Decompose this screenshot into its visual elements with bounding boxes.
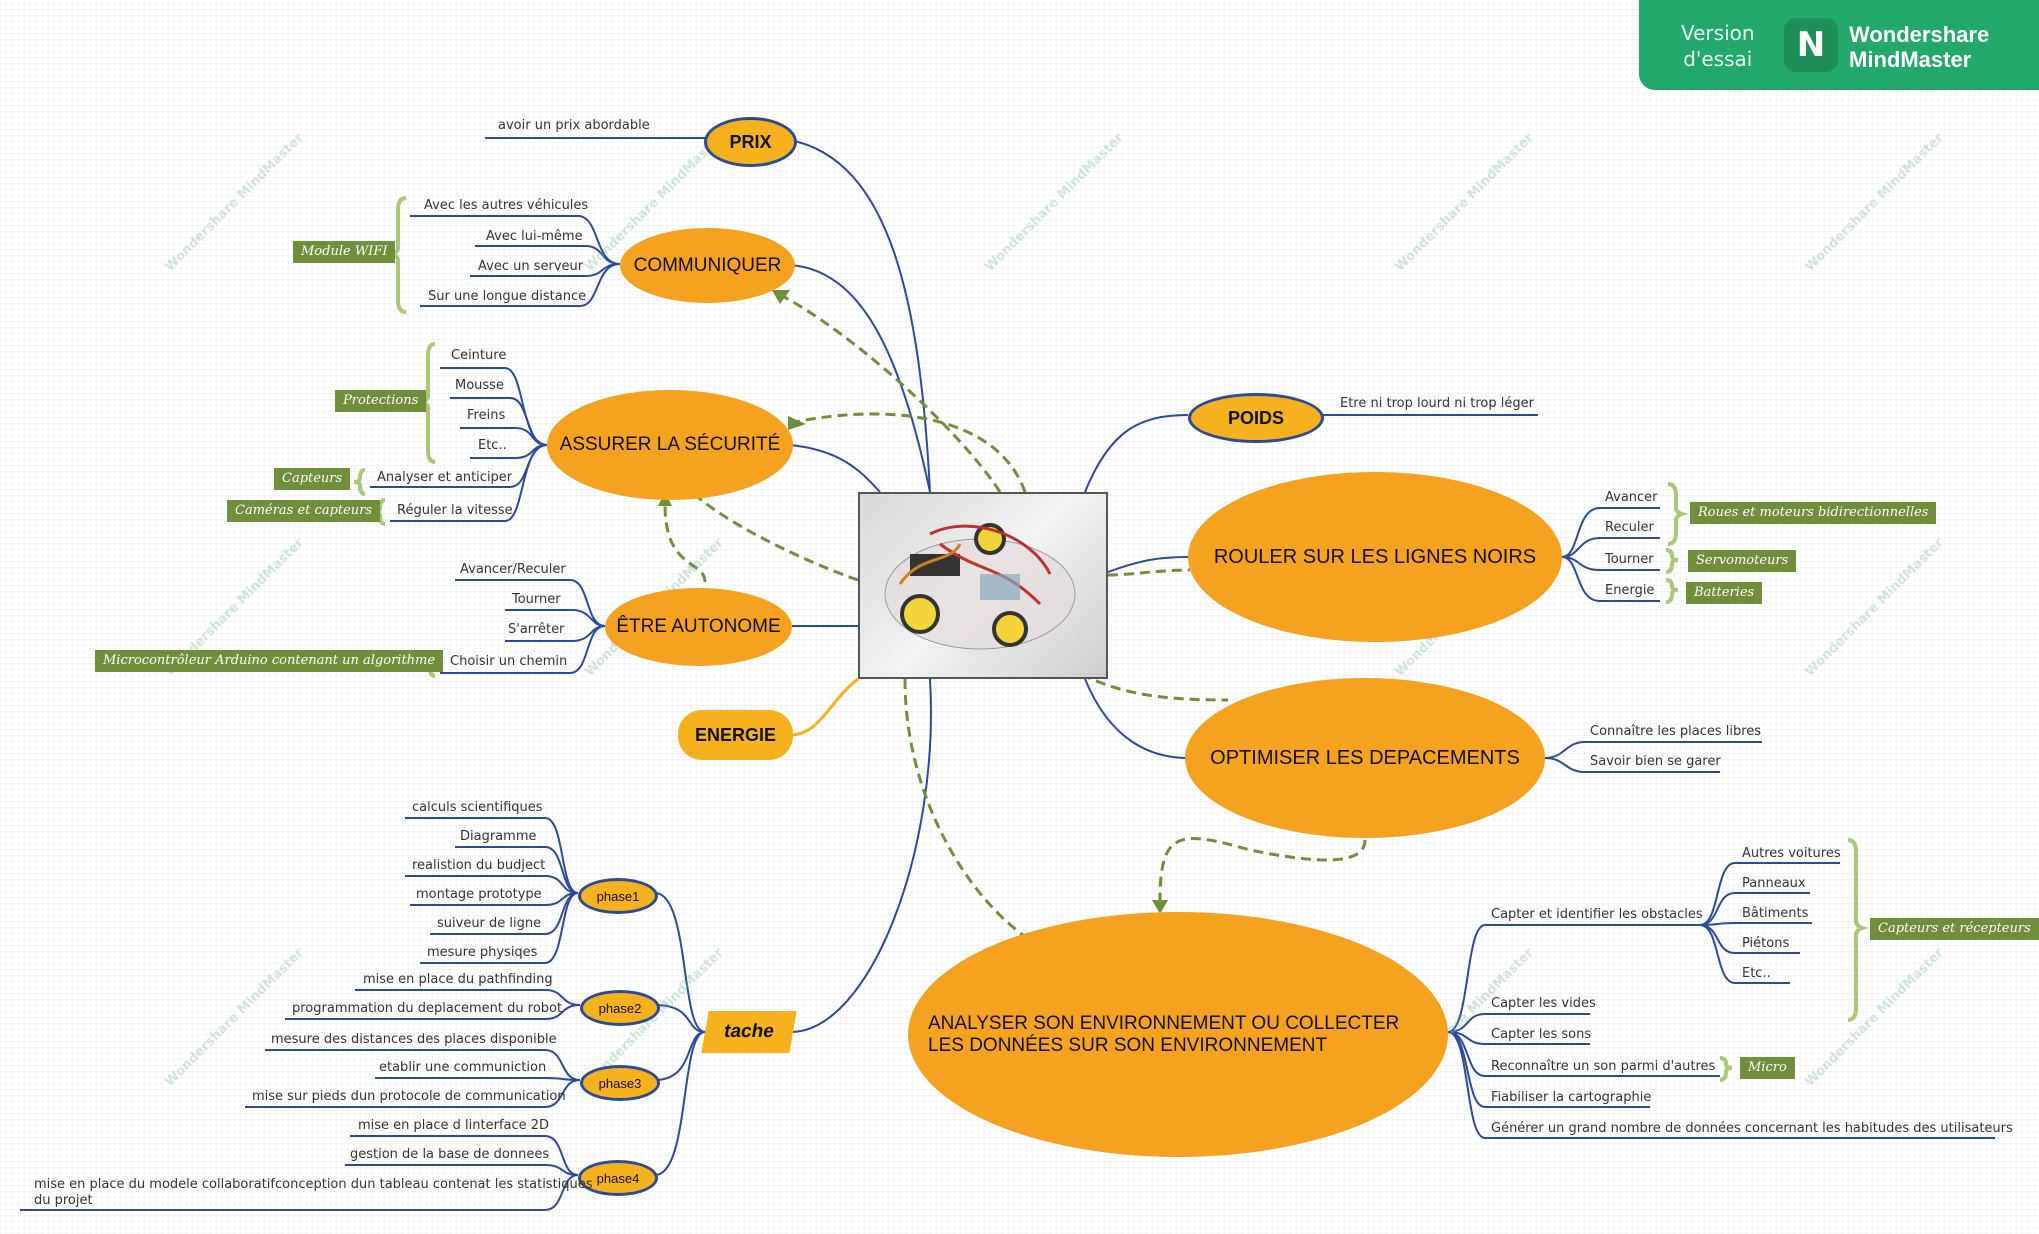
leaf-obstacle-type[interactable]: Autres voitures bbox=[1742, 846, 1841, 861]
topic-prix[interactable]: PRIX bbox=[704, 117, 797, 167]
tag-capteurs-recepteurs[interactable]: Capteurs et récepteurs bbox=[1870, 918, 2039, 940]
relation-analyser bbox=[1158, 837, 1367, 901]
leaf-obstacle-type[interactable]: Etc.. bbox=[1742, 966, 1771, 981]
leaf-phase4[interactable]: mise en place du modele collaboratifconc… bbox=[34, 1177, 593, 1192]
leaf-phase4[interactable]: mise en place d linterface 2D bbox=[358, 1118, 550, 1133]
topic-poids[interactable]: POIDS bbox=[1188, 393, 1324, 443]
leaf-phase2[interactable]: mise en place du pathfinding bbox=[363, 972, 553, 987]
topic-securite[interactable]: ASSURER LA SÉCURITÉ bbox=[547, 390, 793, 500]
relation-tache bbox=[903, 678, 1031, 942]
topic-analyser-line2: LES DONNÉES SUR SON ENVIRONNEMENT bbox=[928, 1034, 1328, 1056]
tag-cameras-capteurs[interactable]: Caméras et capteurs bbox=[227, 500, 381, 522]
branch-prix bbox=[789, 139, 931, 493]
branch-rouler bbox=[1107, 556, 1189, 573]
leaf-phase4[interactable]: gestion de la base de donnees bbox=[350, 1147, 550, 1162]
leaf-securite[interactable]: Mousse bbox=[455, 378, 504, 393]
leaf-obstacle-type[interactable]: Panneaux bbox=[1742, 876, 1806, 891]
topic-analyser[interactable]: ANALYSER SON ENVIRONNEMENT OU COLLECTER … bbox=[908, 912, 1448, 1157]
relation-rouler bbox=[1107, 568, 1191, 577]
phase-1[interactable]: phase1 bbox=[578, 878, 658, 914]
leaf-securite[interactable]: Réguler la vitesse bbox=[397, 503, 513, 518]
leaf-phase1[interactable]: Diagramme bbox=[460, 829, 537, 844]
leaf-autonome[interactable]: S'arrêter bbox=[508, 622, 565, 637]
leaf-obstacle-type[interactable]: Bâtiments bbox=[1742, 906, 1809, 921]
robot-car-icon bbox=[884, 523, 1076, 650]
tag-micro[interactable]: Micro bbox=[1740, 1057, 1795, 1079]
leaf-analyser[interactable]: Reconnaître un son parmi d'autres bbox=[1491, 1059, 1716, 1074]
relation-autonome bbox=[663, 504, 707, 583]
leaf-analyser-obstacles[interactable]: Capter et identifier les obstacles bbox=[1491, 907, 1703, 922]
leaf-securite[interactable]: Freins bbox=[467, 408, 506, 423]
tag-protections[interactable]: Protections bbox=[335, 390, 427, 412]
topic-optimiser[interactable]: OPTIMISER LES DEPACEMENTS bbox=[1185, 678, 1545, 838]
branch-communiquer bbox=[789, 264, 931, 493]
leaf-phase1[interactable]: montage prototype bbox=[416, 887, 542, 902]
phase-3[interactable]: phase3 bbox=[580, 1065, 660, 1101]
phase-2[interactable]: phase2 bbox=[580, 990, 660, 1026]
leaf-communiquer[interactable]: Sur une longue distance bbox=[428, 289, 587, 304]
leaf-analyser[interactable]: Fiabiliser la cartographie bbox=[1491, 1090, 1652, 1105]
leaf-optimiser[interactable]: Savoir bien se garer bbox=[1590, 754, 1721, 769]
topic-autonome[interactable]: ÊTRE AUTONOME bbox=[605, 588, 792, 666]
branch-energie bbox=[789, 677, 859, 737]
leaf-phase1[interactable]: suiveur de ligne bbox=[437, 916, 542, 931]
topic-rouler[interactable]: ROULER SUR LES LIGNES NOIRS bbox=[1188, 472, 1562, 642]
leaf-communiquer[interactable]: Avec les autres véhicules bbox=[424, 198, 589, 213]
leaf-obstacle-type[interactable]: Piétons bbox=[1742, 936, 1790, 951]
leaf-prix[interactable]: avoir un prix abordable bbox=[498, 118, 650, 133]
leaf-optimiser[interactable]: Connaître les places libres bbox=[1590, 724, 1762, 739]
tag-module-wifi[interactable]: Module WIFI bbox=[293, 241, 396, 263]
leaf-securite[interactable]: Analyser et anticiper bbox=[377, 470, 513, 485]
leaf-analyser[interactable]: Capter les sons bbox=[1491, 1027, 1592, 1042]
leaf-phase3[interactable]: mise sur pieds dun protocole de communic… bbox=[252, 1089, 566, 1104]
branch-poids bbox=[1084, 414, 1189, 493]
leaf-autonome[interactable]: Choisir un chemin bbox=[450, 654, 568, 669]
leaf-rouler[interactable]: Energie bbox=[1605, 583, 1655, 598]
leaf-phase1[interactable]: mesure physiqes bbox=[427, 945, 538, 960]
tag-roues-moteurs[interactable]: Roues et moteurs bidirectionnelles bbox=[1690, 502, 1937, 524]
tag-microcontroleur[interactable]: Microcontrôleur Arduino contenant un alg… bbox=[95, 650, 444, 672]
tag-servomoteurs[interactable]: Servomoteurs bbox=[1688, 550, 1797, 572]
leaf-phase4[interactable]: du projet bbox=[34, 1193, 93, 1208]
relation-securite bbox=[789, 412, 1027, 493]
leaf-phase2[interactable]: programmation du deplacement du robot bbox=[292, 1001, 563, 1016]
topic-tache[interactable]: tache bbox=[701, 1011, 797, 1053]
leaf-communiquer[interactable]: Avec lui-même bbox=[486, 229, 583, 244]
mindmaster-logo-icon: N bbox=[1784, 18, 1838, 72]
phase-4[interactable]: phase4 bbox=[578, 1160, 658, 1196]
leaf-autonome[interactable]: Tourner bbox=[512, 592, 561, 607]
tag-batteries[interactable]: Batteries bbox=[1686, 582, 1763, 604]
leaf-phase1[interactable]: realistion du budject bbox=[412, 858, 546, 873]
leaf-securite[interactable]: Ceinture bbox=[451, 348, 507, 363]
leaf-phase1[interactable]: calculs scientifiques bbox=[412, 800, 543, 815]
branch-tache bbox=[791, 678, 932, 1033]
leaf-rouler[interactable]: Tourner bbox=[1605, 552, 1654, 567]
relation-securite-2 bbox=[688, 488, 859, 582]
branch-optimiser bbox=[1084, 678, 1189, 759]
leaf-rouler[interactable]: Reculer bbox=[1605, 520, 1654, 535]
relation-communiquer bbox=[774, 290, 1002, 493]
leaf-communiquer[interactable]: Avec un serveur bbox=[478, 259, 584, 274]
leaf-autonome[interactable]: Avancer/Reculer bbox=[460, 562, 566, 577]
leaf-analyser[interactable]: Capter les vides bbox=[1491, 996, 1596, 1011]
tag-capteurs[interactable]: Capteurs bbox=[274, 468, 351, 490]
leaf-phase3[interactable]: etablir une communiction bbox=[379, 1060, 547, 1075]
leaf-phase3[interactable]: mesure des distances des places disponib… bbox=[271, 1032, 557, 1047]
leaf-poids[interactable]: Etre ni trop lourd ni trop léger bbox=[1340, 396, 1534, 411]
leaf-analyser[interactable]: Générer un grand nombre de données conce… bbox=[1491, 1121, 2013, 1136]
leaf-rouler[interactable]: Avancer bbox=[1605, 490, 1658, 505]
topic-energie[interactable]: ENERGIE bbox=[678, 710, 793, 760]
topic-analyser-line1: ANALYSER SON ENVIRONNEMENT OU COLLECTER bbox=[928, 1012, 1400, 1034]
branch-securite bbox=[789, 444, 881, 493]
topic-communiquer[interactable]: COMMUNIQUER bbox=[620, 228, 795, 303]
leaf-securite[interactable]: Etc.. bbox=[478, 438, 507, 453]
central-robot-image[interactable] bbox=[858, 492, 1108, 679]
